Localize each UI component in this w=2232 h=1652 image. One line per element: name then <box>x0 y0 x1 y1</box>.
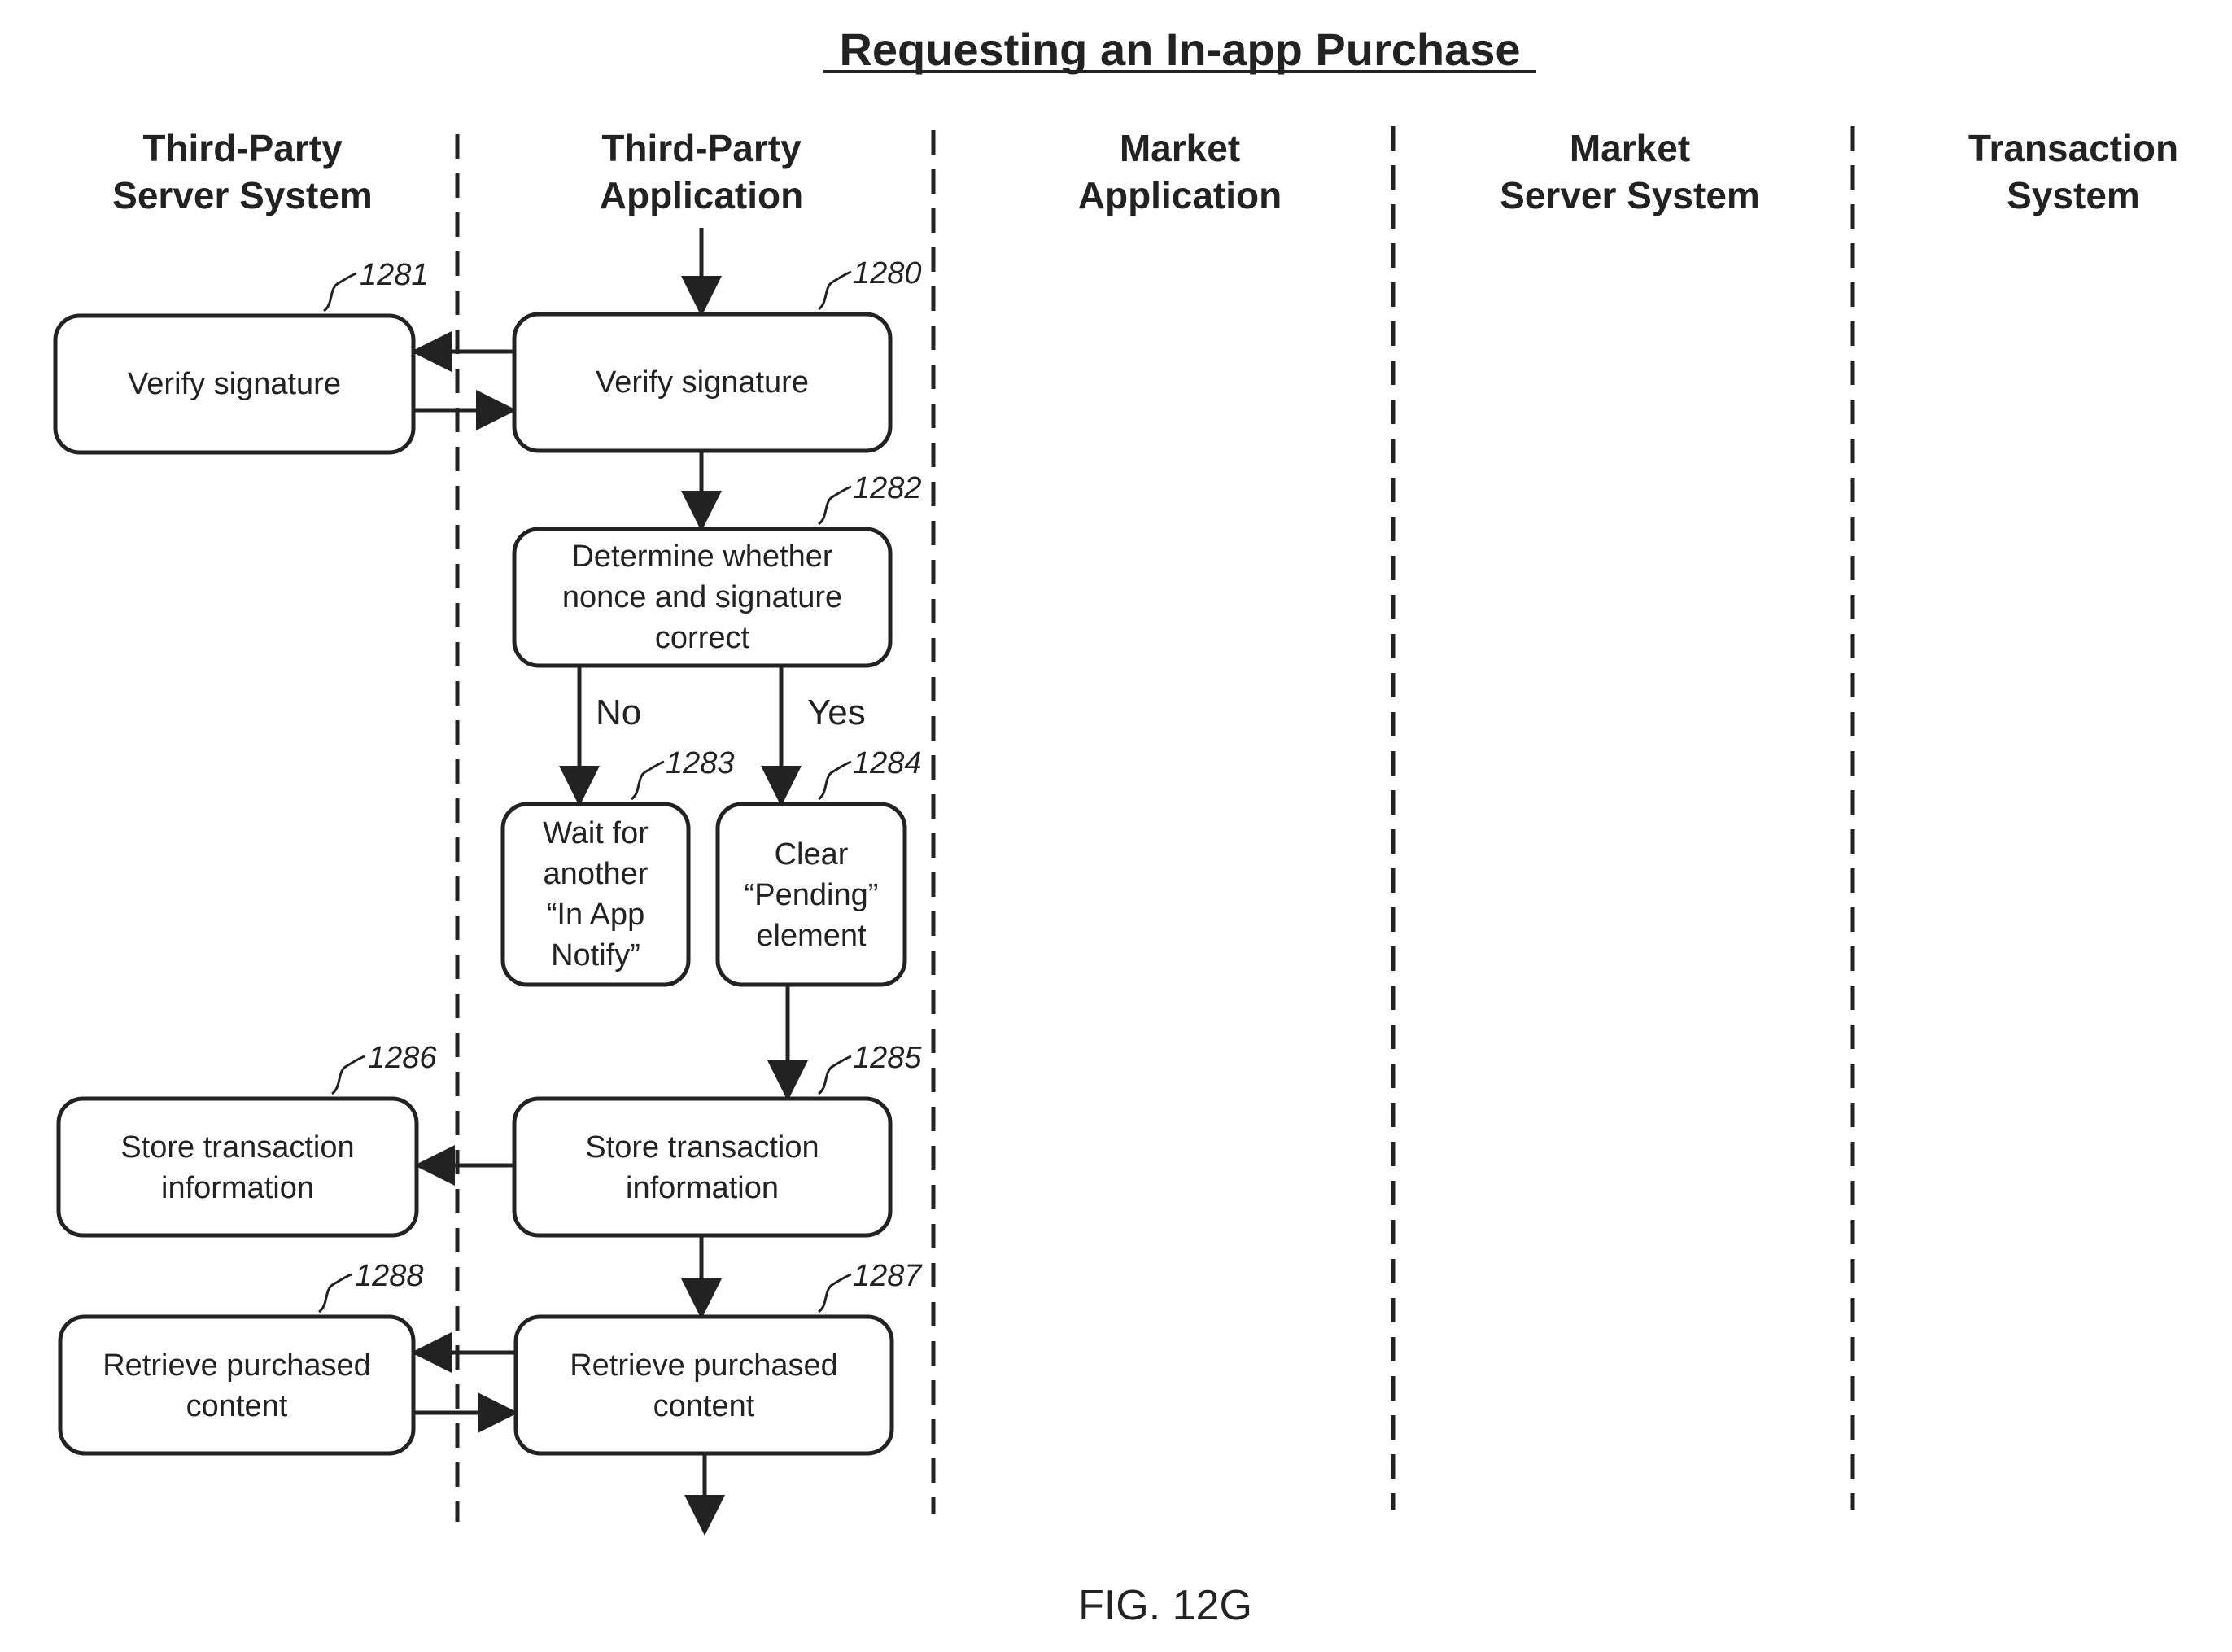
ref-1283: 1283 <box>631 746 735 799</box>
step-1285-text-line1: Store transaction <box>585 1130 819 1165</box>
step-1282-text-line1: Determine whether <box>571 540 832 574</box>
lane-header-line1: Third-Party <box>142 127 343 169</box>
lane-header-line2: System <box>2007 174 2140 216</box>
lane-header-line2: Server System <box>112 174 373 216</box>
ref-1280: 1280 <box>819 256 922 309</box>
step-1282-text-line3: correct <box>655 621 750 655</box>
lane-header-line2: Application <box>1078 174 1282 216</box>
step-1281-box: Verify signature <box>55 316 413 452</box>
step-1282-box: Determine whether nonce and signature co… <box>514 529 890 666</box>
step-1286-box: Store transaction information <box>59 1099 417 1235</box>
ref-1281-label: 1281 <box>360 258 429 292</box>
lane-header-line1: Third-Party <box>601 127 802 169</box>
ref-1284: 1284 <box>819 746 922 799</box>
step-1283-box: Wait for another “In App Notify” <box>503 804 688 985</box>
step-1284-text-line3: element <box>756 919 867 953</box>
ref-1284-label: 1284 <box>853 746 922 780</box>
step-1286-text-line2: information <box>161 1171 314 1205</box>
step-1286-text-line1: Store transaction <box>120 1130 354 1165</box>
lane-header-third-party-server: Third-Party Server System <box>112 127 373 216</box>
lane-header-line1: Market <box>1570 127 1690 169</box>
ref-1283-label: 1283 <box>666 746 735 780</box>
page-title: Requesting an In-app Purchase <box>839 24 1520 75</box>
step-1282-text-line2: nonce and signature <box>562 580 842 614</box>
ref-1286: 1286 <box>332 1041 437 1094</box>
ref-1288-label: 1288 <box>355 1259 424 1293</box>
ref-1287: 1287 <box>819 1259 923 1312</box>
lane-header-line2: Application <box>600 174 803 216</box>
ref-1282: 1282 <box>819 471 922 524</box>
step-1284-text-line1: Clear <box>775 837 849 872</box>
step-1288-box: Retrieve purchased content <box>60 1317 413 1453</box>
step-1285-text-line2: information <box>626 1171 779 1205</box>
lane-header-line1: Transaction <box>1968 127 2178 169</box>
step-1284-box: Clear “Pending” element <box>718 804 905 985</box>
lane-header-market-application: Market Application <box>1078 127 1282 216</box>
lane-header-third-party-application: Third-Party Application <box>600 127 803 216</box>
step-1280-text: Verify signature <box>596 365 809 400</box>
step-1283-text-line2: another <box>544 857 649 891</box>
branch-label-yes: Yes <box>807 693 866 732</box>
step-1283-text-line4: Notify” <box>551 938 640 972</box>
ref-1287-label: 1287 <box>853 1259 923 1293</box>
figure-label: FIG. 12G <box>1078 1582 1252 1629</box>
lane-header-market-server: Market Server System <box>1500 127 1760 216</box>
step-1287-box: Retrieve purchased content <box>516 1317 892 1453</box>
ref-1282-label: 1282 <box>853 471 922 505</box>
ref-1285: 1285 <box>819 1041 922 1094</box>
step-1283-text-line1: Wait for <box>543 816 649 850</box>
ref-1285-label: 1285 <box>853 1041 922 1075</box>
lane-header-line1: Market <box>1120 127 1240 169</box>
step-1288-text-line1: Retrieve purchased <box>103 1348 371 1383</box>
step-1287-text-line2: content <box>653 1389 755 1423</box>
step-1284-text-line2: “Pending” <box>745 878 879 912</box>
ref-1288: 1288 <box>319 1259 424 1312</box>
ref-1286-label: 1286 <box>368 1041 437 1075</box>
step-1288-text-line2: content <box>186 1389 288 1423</box>
lane-header-transaction-system: Transaction System <box>1968 127 2178 216</box>
lane-header-line2: Server System <box>1500 174 1760 216</box>
step-1280-box: Verify signature <box>514 314 890 451</box>
step-1285-box: Store transaction information <box>514 1099 890 1235</box>
step-1283-text-line3: “In App <box>547 898 644 932</box>
ref-1280-label: 1280 <box>853 256 922 291</box>
step-1287-text-line1: Retrieve purchased <box>570 1348 838 1383</box>
step-1281-text: Verify signature <box>128 367 341 401</box>
branch-label-no: No <box>596 693 641 732</box>
ref-1281: 1281 <box>324 258 429 311</box>
